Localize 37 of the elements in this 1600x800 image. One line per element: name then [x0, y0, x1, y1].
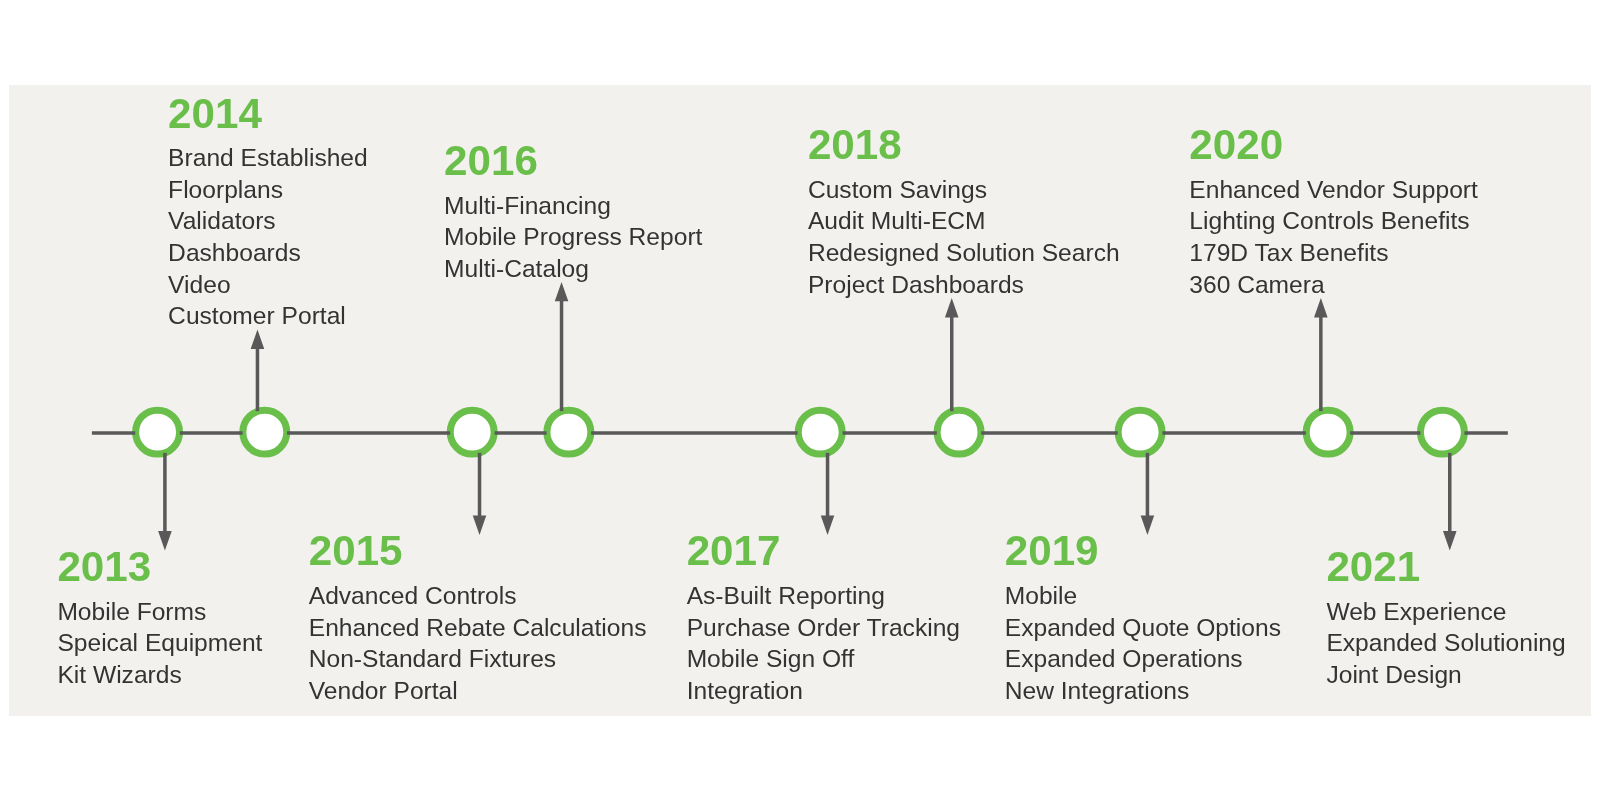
node-text: 2013 Mobile Forms Speical Equipment Kit Wizards [57, 542, 263, 688]
connector [842, 430, 937, 435]
node-text: 2021 Web Experience Expanded Solutioning Joint Design [1326, 542, 1566, 688]
node-circle [446, 406, 498, 458]
node-text: 2015 Advanced Controls Enhanced Rebate Calculations Non-Standard Fixtures Vendor Portal [308, 526, 647, 704]
node-text: 2020 Enhanced Vendor Support Lighting Controls Benefits 179D Tax Benefits 360 Camera [1189, 120, 1478, 298]
arrow [944, 297, 959, 411]
node-text: 2019 Mobile Expanded Quote Options Expanded Operations New Integrations [1004, 526, 1281, 704]
connector [1350, 430, 1421, 435]
node-text: 2017 As-Built Reporting Purchase Order Tracking Mobile Sign Off Integration [686, 526, 961, 704]
node-text: 2018 Custom Savings Audit Multi-ECM Redesigned Solution Search Project Dashboards [807, 120, 1120, 298]
node-circle [1416, 406, 1468, 458]
arrow [554, 281, 569, 411]
node-circle [1114, 406, 1166, 458]
connector [1464, 430, 1508, 435]
node-circle [933, 406, 985, 458]
connector [981, 430, 1118, 435]
arrow [250, 329, 265, 411]
node-text: 2014 Brand Established Floorplans Validators Dashboards Video Customer Portal [168, 89, 368, 329]
arrow [820, 452, 835, 535]
node-text: 2016 Multi-Financing Mobile Progress Report Multi-Catalog [444, 136, 703, 282]
node-circle [543, 406, 595, 458]
connector [1162, 430, 1306, 435]
node-circle [1302, 406, 1354, 458]
arrow [472, 452, 487, 535]
arrow [1314, 297, 1328, 411]
connector [91, 430, 136, 435]
arrow [1442, 452, 1457, 550]
connector [591, 430, 798, 435]
node-circle [794, 406, 846, 458]
connector [179, 430, 243, 435]
connector [287, 430, 451, 435]
arrow [1140, 452, 1155, 535]
node-circle [239, 406, 291, 458]
arrow [158, 452, 172, 550]
connector [494, 430, 547, 435]
node-circle [132, 406, 184, 458]
